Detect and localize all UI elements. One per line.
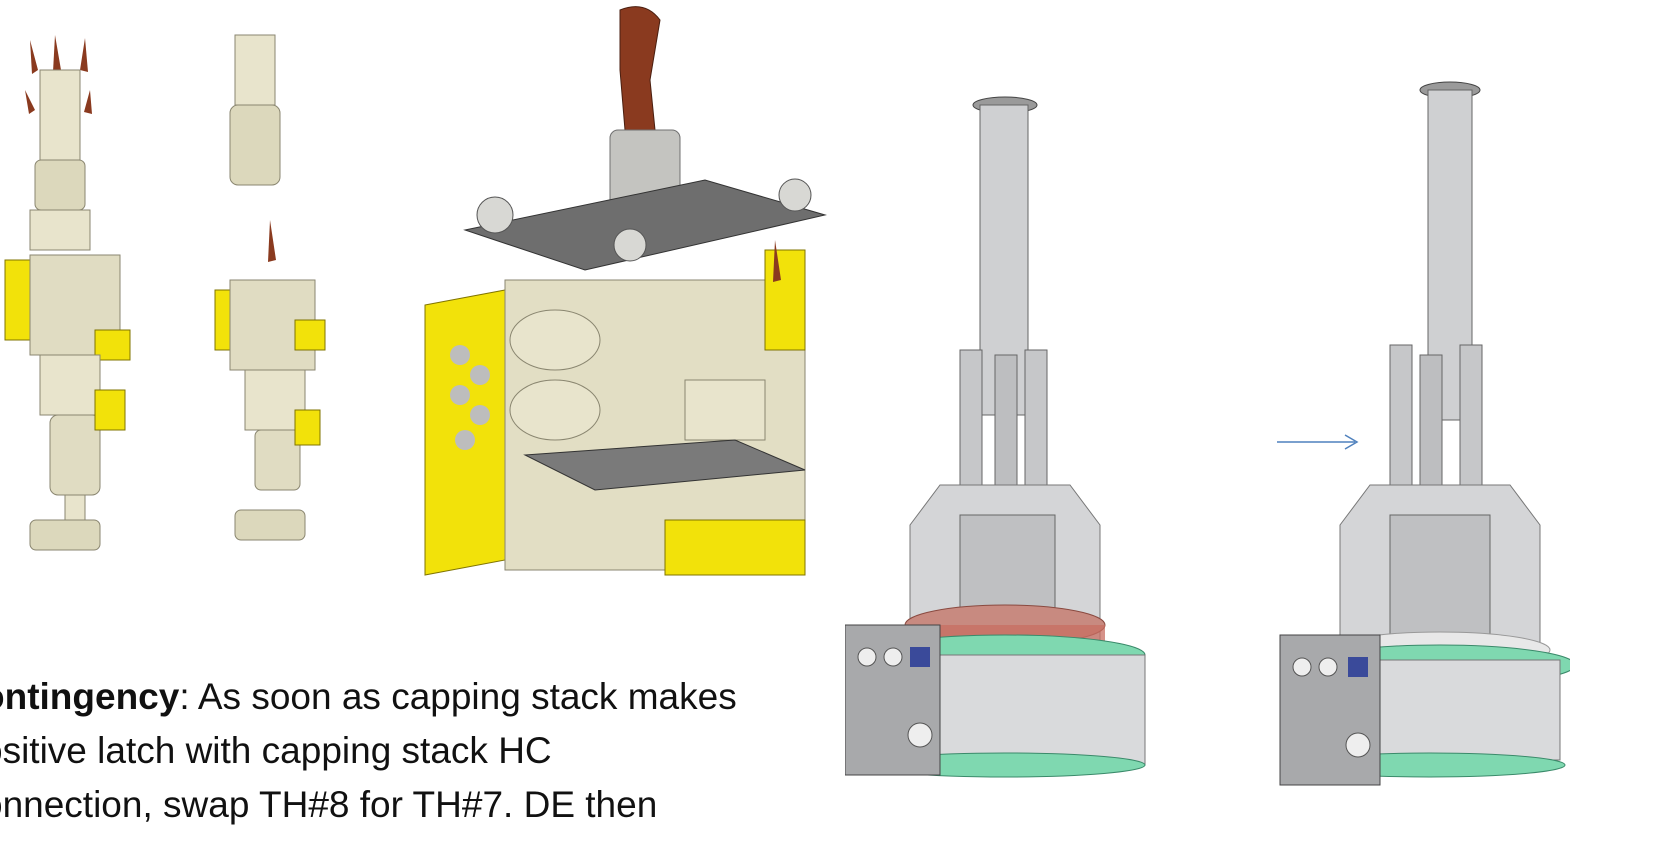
caption-line-1-rest: : As soon as capping stack makes xyxy=(179,676,737,717)
capping-stack-render-before xyxy=(845,96,1146,778)
bop-stack-illustration-1 xyxy=(4,35,131,551)
capping-stack-render-after xyxy=(1279,81,1570,786)
caption-line-3: onnection, swap TH#8 for TH#7. DE then xyxy=(0,784,658,825)
caption-heading: ontingency xyxy=(0,676,180,717)
slide-caption: ontingency: As soon as capping stack mak… xyxy=(0,670,842,832)
bop-stack-illustration-2 xyxy=(214,34,326,541)
caption-line-2: ositive latch with capping stack HC xyxy=(0,730,552,771)
capping-stack-closeup xyxy=(424,6,827,576)
right-arrow-icon xyxy=(1277,434,1359,450)
caption-line-1: ontingency: As soon as capping stack mak… xyxy=(0,670,842,724)
